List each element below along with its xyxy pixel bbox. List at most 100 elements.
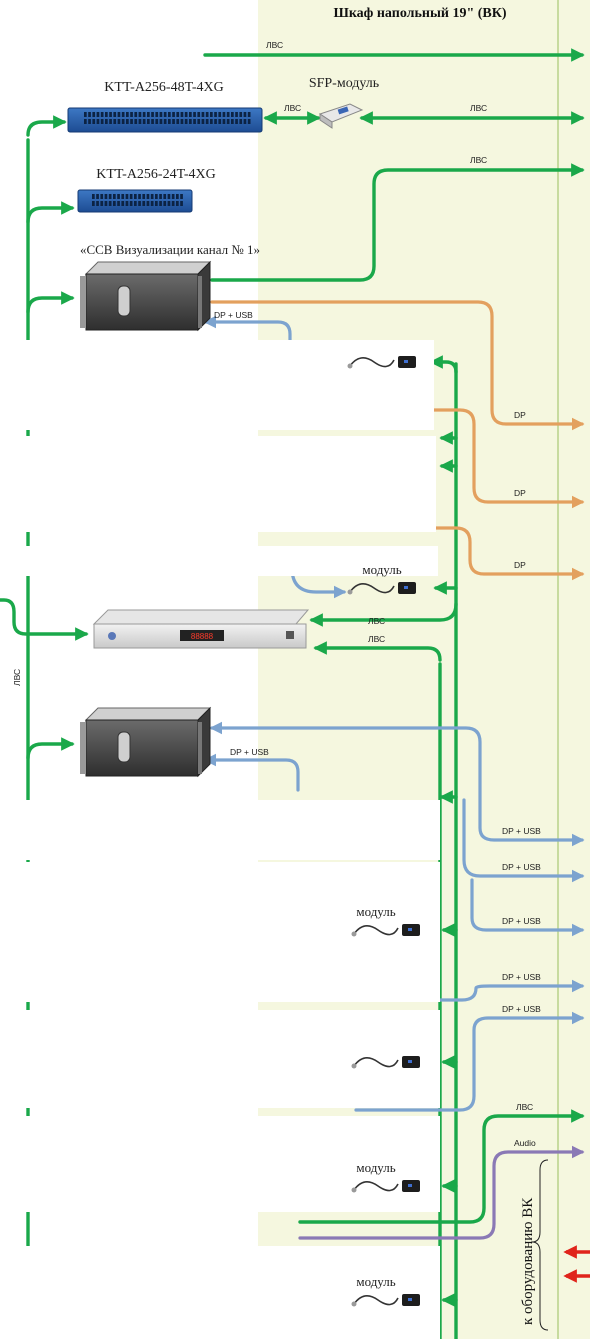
switch-port — [96, 201, 99, 206]
lbl-dpusb-3: DP + USB — [502, 826, 541, 836]
switch-port — [126, 119, 129, 124]
lbl-lan-5: ЛВС — [368, 616, 385, 626]
switch-port — [226, 112, 230, 117]
lbl-dpusb-4: DP + USB — [502, 862, 541, 872]
sfp-label: SFP-модуль — [309, 76, 379, 91]
switch-port — [163, 194, 167, 199]
switch-port — [142, 119, 146, 124]
dp-line-1 — [210, 300, 585, 431]
switch-port — [92, 201, 95, 206]
extenders — [347, 356, 420, 1307]
switch-port — [138, 201, 141, 206]
switch-port — [222, 119, 226, 124]
sfp-module: SFP-модуль — [309, 76, 379, 129]
extender-module-icon — [351, 924, 420, 937]
switch-port — [210, 119, 213, 124]
lbl-dpusb-7: DP + USB — [502, 1004, 541, 1014]
lan-to-ext1 — [429, 355, 458, 374]
extender-module-icon — [351, 1056, 420, 1069]
kvm-switch: 88888 — [92, 609, 310, 649]
switch-port — [214, 119, 217, 124]
switch-port — [176, 112, 180, 117]
switch-port — [193, 112, 196, 117]
switch-port — [155, 112, 159, 117]
switch2-label: KTT-A256-24T-4XG — [96, 167, 216, 182]
lbl-dpusb-2: DP + USB — [230, 747, 269, 757]
switch-port — [117, 201, 120, 206]
switch-port — [100, 112, 104, 117]
switch-port — [197, 112, 201, 117]
switch-port — [138, 112, 142, 117]
switch-port — [121, 194, 125, 199]
switch-port — [159, 201, 162, 206]
switch-port — [117, 119, 121, 124]
lbl-dp-3: DP — [514, 560, 526, 570]
switch-port — [235, 119, 238, 124]
switch-port — [197, 119, 201, 124]
lbl-lan-4: ЛВС — [470, 155, 487, 165]
switch-port — [109, 112, 112, 117]
switch-port — [155, 201, 158, 206]
switch-port — [184, 112, 188, 117]
lbl-lan-6: ЛВС — [368, 634, 385, 644]
lbl-dpusb-5: DP + USB — [502, 916, 541, 926]
switch-port — [113, 119, 117, 124]
switch-port — [205, 112, 209, 117]
switch-port — [134, 194, 137, 199]
switch-1: KTT-A256-48T-4XG — [67, 80, 263, 133]
switch-port — [134, 112, 138, 117]
switch-port — [239, 112, 243, 117]
switch-port — [125, 194, 129, 199]
switch-port — [218, 119, 222, 124]
switch-port — [201, 112, 205, 117]
switch-port — [92, 194, 95, 199]
dpusb-server2-in — [209, 721, 585, 847]
switch-port — [189, 112, 192, 117]
switch-port — [243, 112, 247, 117]
switch2-ports — [92, 194, 183, 206]
dp-usb-lines — [203, 315, 585, 1112]
switch-port — [151, 119, 154, 124]
switch-port — [163, 112, 167, 117]
switch-port — [172, 119, 175, 124]
switch-2: KTT-A256-24T-4XG — [77, 167, 216, 213]
switch-port — [147, 112, 150, 117]
switch-port — [88, 112, 91, 117]
switch-port — [109, 119, 112, 124]
switch-port — [92, 119, 96, 124]
switch-port — [193, 119, 196, 124]
switch-port — [239, 119, 243, 124]
lbl-dpusb-1: DP + USB — [214, 310, 253, 320]
switch-port — [113, 201, 116, 206]
ext8-caption: модуль — [356, 1160, 395, 1175]
switch-port — [247, 112, 251, 117]
lbl-lan-1: ЛВС — [266, 40, 283, 50]
switch-port — [176, 194, 179, 199]
extender-module-icon — [347, 582, 416, 595]
server-2 — [80, 706, 212, 778]
switch-port — [226, 119, 230, 124]
lbl-dpusb-6: DP + USB — [502, 972, 541, 982]
switch-port — [151, 112, 154, 117]
lbl-lan-left: ЛВС — [12, 669, 22, 686]
switch-port — [155, 194, 158, 199]
switch-port — [129, 194, 133, 199]
switch-port — [180, 201, 183, 206]
switch-port — [243, 119, 247, 124]
switch-port — [117, 194, 120, 199]
side-label: к оборудованию ВК — [520, 1197, 536, 1325]
lan-branch-switch1 — [26, 115, 67, 137]
ext4-caption: модуль — [362, 562, 401, 577]
switch-port — [113, 194, 116, 199]
dp-lines — [210, 300, 585, 581]
switch-port — [171, 194, 175, 199]
dp-line-3 — [348, 526, 585, 581]
switch-port — [146, 194, 150, 199]
switch-port — [214, 112, 217, 117]
switch-port — [189, 119, 192, 124]
lbl-dp-2: DP — [514, 488, 526, 498]
extender-module-icon — [351, 1180, 420, 1193]
switch-port — [129, 201, 133, 206]
dp-line-2 — [348, 408, 585, 509]
